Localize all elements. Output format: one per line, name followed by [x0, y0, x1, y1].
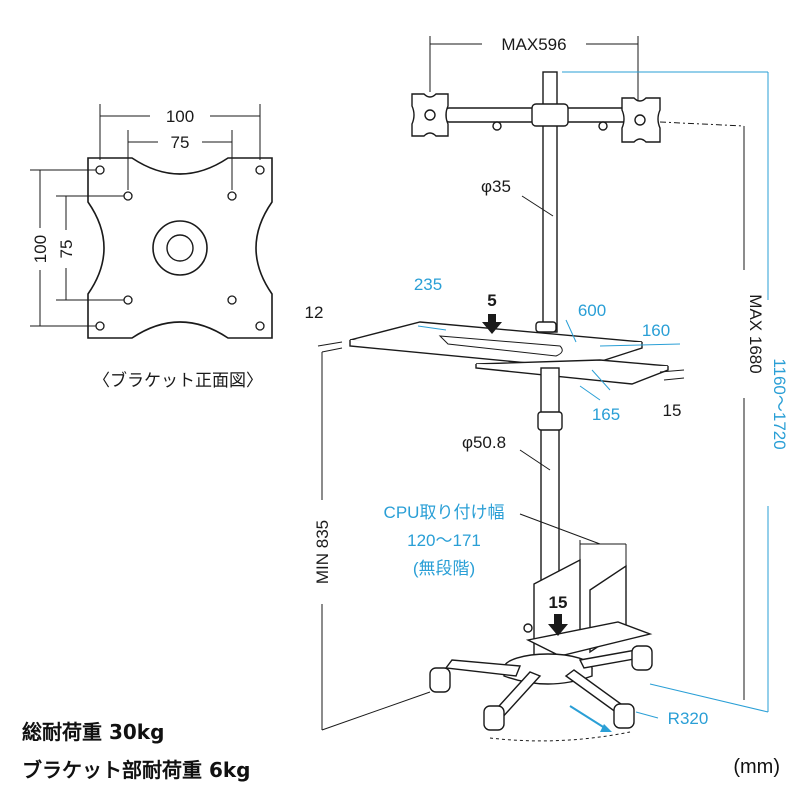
cpu-width-range: 120〜171 [407, 531, 481, 550]
bracket-width-100: 100 [166, 107, 194, 126]
max-width-dimension [429, 36, 639, 100]
tray-depth-label: 160 [642, 321, 670, 340]
bracket-caption: 〈ブラケット正面図〉 [93, 370, 263, 390]
desk-load-arrow [482, 314, 502, 334]
bracket-height-100: 100 [31, 235, 50, 263]
tray-width-label: 165 [592, 405, 620, 424]
desk-thickness-label: 12 [305, 303, 324, 322]
tray-thickness-label: 15 [663, 401, 682, 420]
lower-pole-diameter: φ50.8 [462, 433, 506, 452]
bracket-front-view: 100 75 100 75 〈ブラケット正面図〉 [30, 104, 273, 390]
desk-width-label: 600 [578, 301, 606, 320]
max-height-label: MAX 1680 [746, 294, 765, 373]
bracket-load-note: ブラケット部耐荷重 6kg [22, 758, 251, 782]
cpu-load-arrow [548, 614, 568, 636]
cpu-width-note: (無段階) [413, 559, 475, 578]
desk-load-label: 5 [487, 291, 496, 310]
base-radius-label: R320 [668, 709, 709, 728]
stand-drawing [349, 36, 745, 742]
base [429, 645, 653, 742]
total-load-note: 総耐荷重 30kg [22, 720, 165, 744]
desk-depth-label: 235 [414, 275, 442, 294]
min-height-label: MIN 835 [313, 520, 332, 584]
bracket-height-75: 75 [57, 240, 76, 259]
cpu-load-label: 15 [549, 593, 568, 612]
upper-pole-diameter: φ35 [481, 177, 511, 196]
cpu-width-title: CPU取り付け幅 [384, 503, 505, 522]
height-range-label: 1160〜1720 [770, 358, 789, 449]
unit-label: (mm) [733, 756, 780, 778]
cpu-holder [523, 558, 653, 666]
caster-wheels [429, 645, 653, 731]
max-width-label: MAX596 [501, 35, 566, 54]
bracket-width-75: 75 [171, 133, 190, 152]
bracket-holes-75 [123, 191, 237, 305]
